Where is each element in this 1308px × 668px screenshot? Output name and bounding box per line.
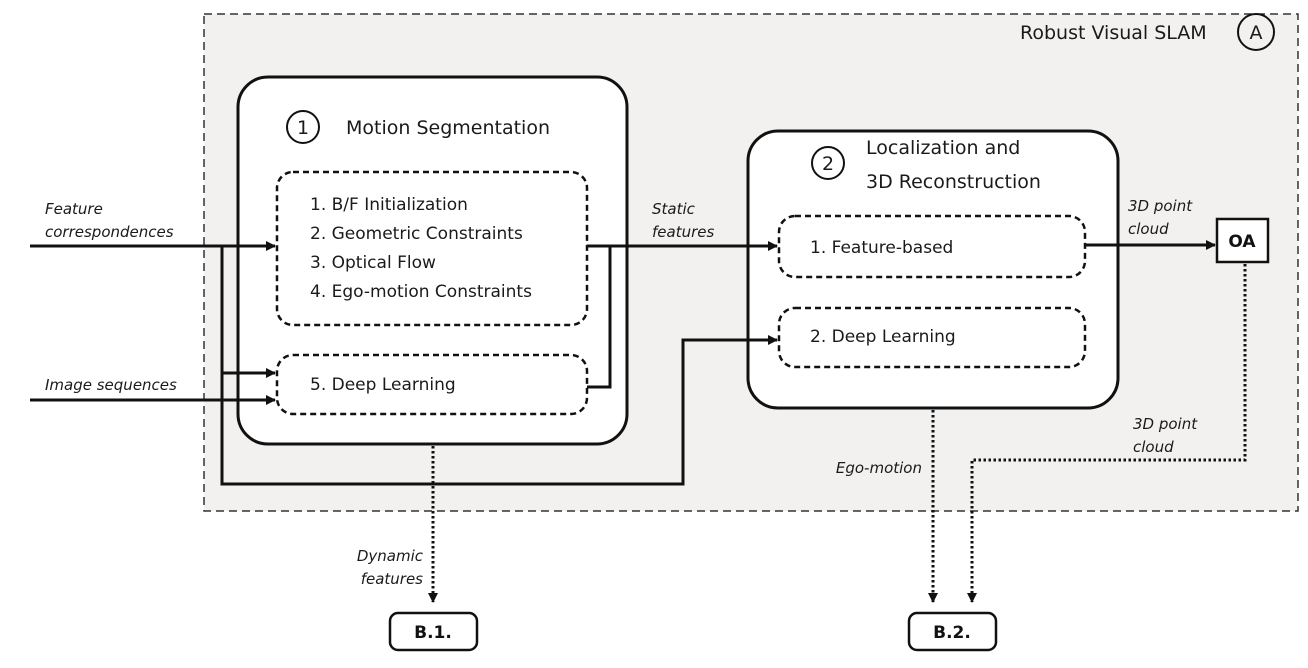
deep-learning-box-1 [275, 353, 589, 416]
method-item: 2. Deep Learning [810, 327, 956, 347]
point-cloud-label: cloud [1133, 438, 1174, 456]
connectors [30, 240, 1247, 603]
static-features-label: Static [652, 200, 696, 218]
method-item: 5. Deep Learning [310, 375, 456, 395]
deep-learning-box-2 [777, 306, 1087, 369]
module1-number: 1 [297, 117, 309, 139]
oa-label: OA [1228, 232, 1256, 252]
module1-title: Motion Segmentation [346, 117, 550, 139]
method-item: 1. B/F Initialization [310, 195, 468, 215]
module2-number-circle [811, 146, 845, 180]
b1-box [388, 611, 479, 652]
feature-correspondences-label: correspondences [45, 223, 174, 241]
badge-a-circle [1237, 13, 1275, 51]
b2-box [907, 611, 998, 652]
module2-title-1: Localization and [866, 137, 1020, 159]
method-item: 4. Ego-motion Constraints [310, 282, 532, 302]
b2-label: B.2. [933, 623, 971, 643]
module2-number: 2 [822, 153, 834, 175]
point-cloud-label: 3D point [1133, 415, 1198, 433]
method-item: 1. Feature-based [810, 238, 953, 258]
static-features-label: features [652, 223, 714, 241]
ego-motion-label: Ego-motion [836, 459, 922, 477]
b1-label: B.1. [414, 623, 452, 643]
module2-title-2: 3D Reconstruction [866, 171, 1041, 193]
module1-number-circle [286, 110, 320, 144]
point-cloud-label: cloud [1128, 220, 1169, 238]
method-item: 2. Geometric Constraints [310, 224, 523, 244]
oa-box [1215, 217, 1270, 264]
badge-a: A [1250, 22, 1263, 44]
image-sequences-label: Image sequences [45, 376, 177, 394]
geometric-methods-box [275, 170, 589, 327]
method-item: 3. Optical Flow [310, 253, 436, 273]
dynamic-features-label: Dynamic [357, 547, 424, 565]
point-cloud-label: 3D point [1128, 197, 1193, 215]
region-title: Robust Visual SLAM [1020, 22, 1207, 44]
dynamic-features-label: features [361, 570, 423, 588]
feature-correspondences-label: Feature [45, 200, 103, 218]
